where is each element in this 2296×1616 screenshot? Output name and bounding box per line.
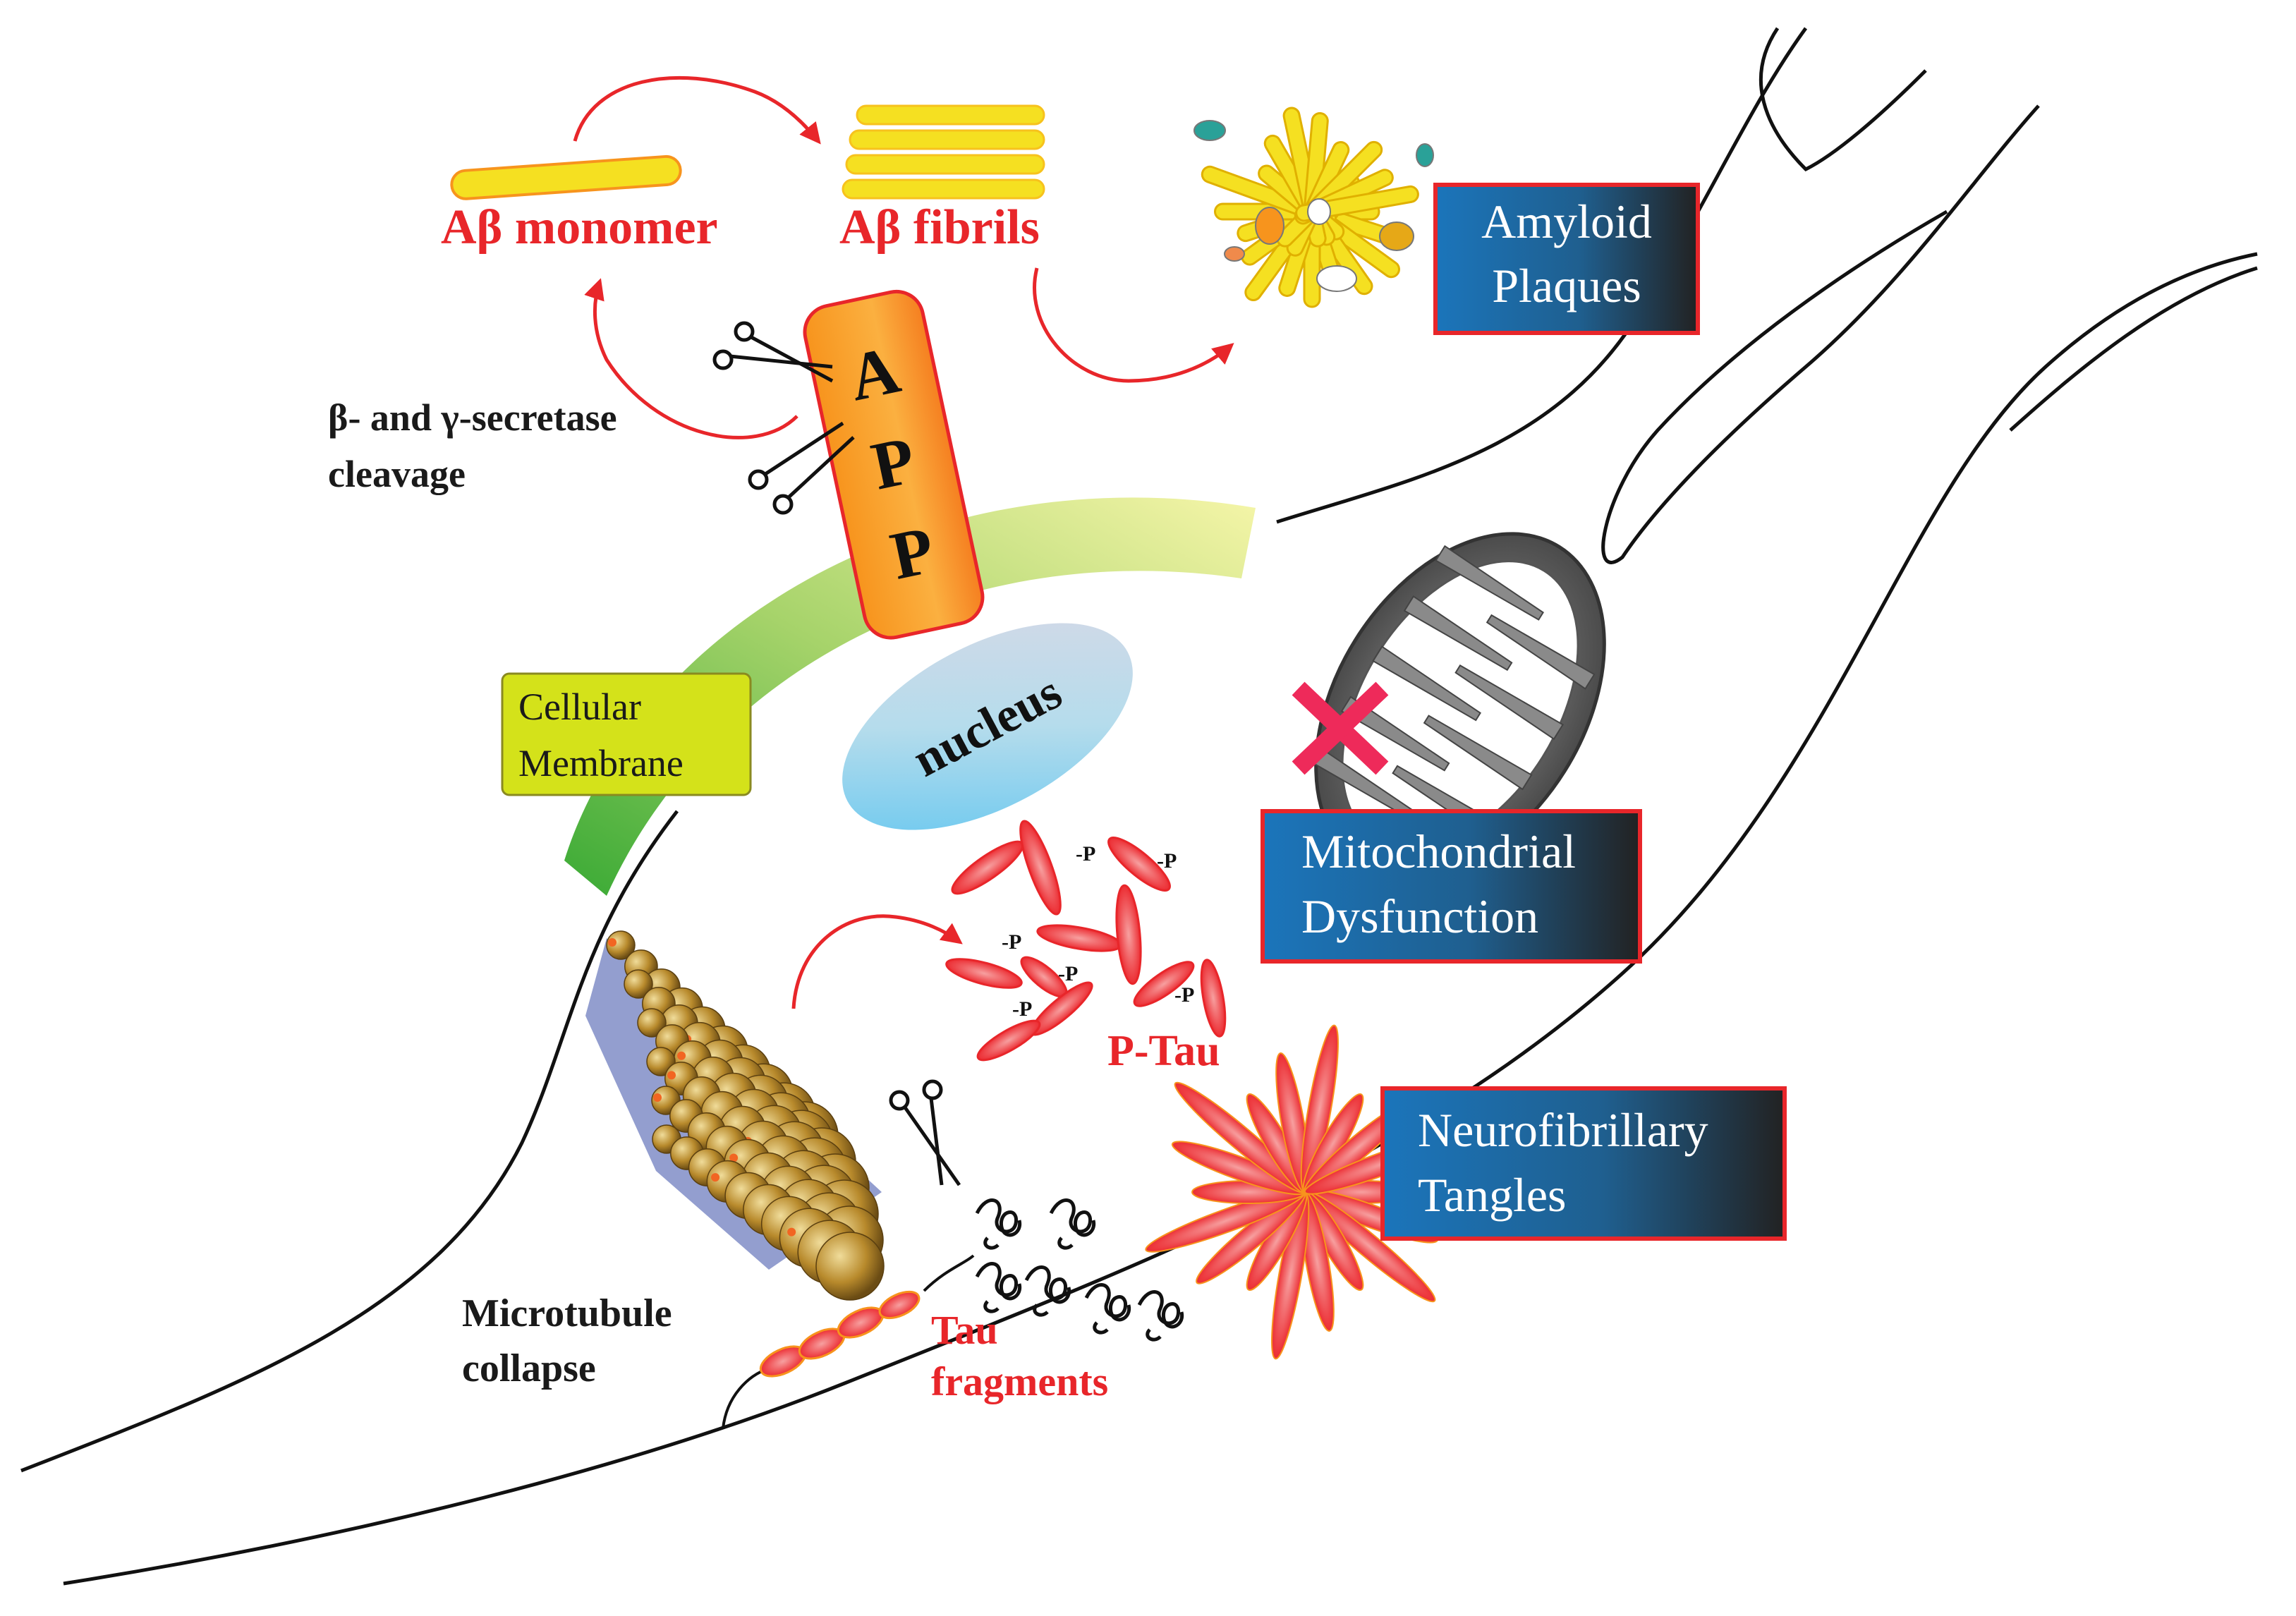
microtubule-subunit [606,930,636,960]
ab-monomer-shape [450,154,682,200]
nft-box-line2: Tangles [1418,1168,1567,1222]
p-tau-protein [976,1019,1041,1062]
tau-fragment [1084,1283,1131,1335]
p-tau-label: P-Tau [1107,1027,1220,1075]
plaque-particle [1316,265,1357,292]
neuron-outline [20,27,2258,1586]
amyloid-plaques-box: Amyloid Plaques [1433,183,1700,335]
secretase-label-line1: β- and γ-secretase [328,396,617,439]
mito-crista [1372,645,1481,722]
mito-box-line2: Dysfunction [1301,889,1538,943]
microtubule-tau-dot [729,1153,739,1162]
p-tau-protein [1133,961,1195,1007]
tau-fragment [975,1198,1022,1250]
arrow-monomer-to-fibrils [573,75,821,145]
tau-fragments-label-line1: Tau [931,1307,998,1353]
mitochondrial-dysfunction-box: Mitochondrial Dysfunction [1261,809,1642,964]
mito-crista [1403,595,1513,672]
secretase-label-line2: cleavage [328,453,466,495]
microtubule-subunit [624,969,653,999]
tau-fragment [975,1262,1022,1313]
plaque-particle [1224,246,1245,262]
microtubule-label-line2: collapse [462,1347,596,1390]
mito-crista [1435,545,1545,621]
cellular-membrane-label: Cellular Membrane [501,672,752,796]
scissors-icon [712,321,834,383]
mito-crista [1454,664,1565,741]
phospho-label: -P [1058,962,1078,985]
p-tau-protein [945,958,1023,989]
microtubule-tau-dot [667,1071,676,1080]
nucleus: nucleus [842,623,1133,830]
microtubule-tau-dot [677,1051,686,1060]
ab-fibrils-shape [842,104,1045,200]
p-tau-protein [1019,820,1062,916]
tau-fragment [1137,1290,1184,1342]
p-tau-protein [1107,837,1171,892]
microtubule-tau-dot [711,1173,720,1182]
phospho-label: -P [1157,849,1177,873]
membrane-label-line1: Cellular [518,686,641,728]
p-tau-protein [1200,959,1227,1038]
plaque-particle [1193,120,1226,141]
mito-crista [1423,715,1533,791]
microtubule [585,930,885,1301]
p-tau-protein [1115,884,1142,985]
mito-crista [1340,695,1450,772]
phospho-label: -P [1076,842,1095,865]
membrane-label-line2: Membrane [518,742,684,784]
arrow-fibrils-to-plaques [1033,267,1234,383]
microtubule-tau-dot [787,1227,796,1237]
tau-fragments-shapes [975,1198,1184,1342]
tau-bead-chain [722,1254,975,1429]
mito-box-line1: Mitochondrial [1301,825,1576,878]
p-tau-cluster: -P -P -P -P -P -P [945,820,1227,1062]
neurofibrillary-tangles-box: Neurofibrillary Tangles [1380,1086,1787,1241]
tau-fragment [1049,1198,1096,1250]
scissors-icon [748,421,855,515]
p-tau-protein [1036,924,1122,952]
microtubule-subunit [815,1232,885,1301]
tau-fragments-label-line2: fragments [931,1359,1108,1404]
arrow-app-to-monomer [584,278,798,439]
plaque-particle [1379,221,1414,251]
mito-crista [1486,614,1596,690]
microtubule-tau-dot [608,938,616,947]
mitochondrion [1309,532,1606,879]
ab-fibrils-label: Aβ fibrils [839,200,1040,255]
scissors-icon [889,1079,961,1186]
plaque-particle [1307,198,1331,225]
x-mark-icon [1292,681,1389,775]
tau-fragment [1024,1265,1071,1317]
plaque-particle [1255,207,1284,245]
tau-bead [878,1290,921,1320]
amyloid-plaque-shape [1193,107,1434,308]
microtubule-tau-dot [653,1093,662,1102]
neurofibrillary-tangle-shape [1145,1024,1465,1360]
nft-box-line1: Neurofibrillary [1418,1103,1708,1157]
amyloid-box-line1: Amyloid [1481,195,1652,248]
phospho-label: -P [1002,930,1021,954]
arrow-microtubule-to-ptau [791,914,963,1009]
microtubule-label-line1: Microtubule [462,1292,672,1335]
plaque-particle [1416,143,1434,167]
microtubule-subunit [637,1008,667,1038]
p-tau-protein [951,840,1024,895]
phospho-label: -P [1174,983,1194,1007]
phospho-label: -P [1012,997,1032,1021]
app-protein: A P P [803,289,985,640]
ab-monomer-label: Aβ monomer [441,200,718,255]
amyloid-box-line2: Plaques [1492,259,1641,312]
